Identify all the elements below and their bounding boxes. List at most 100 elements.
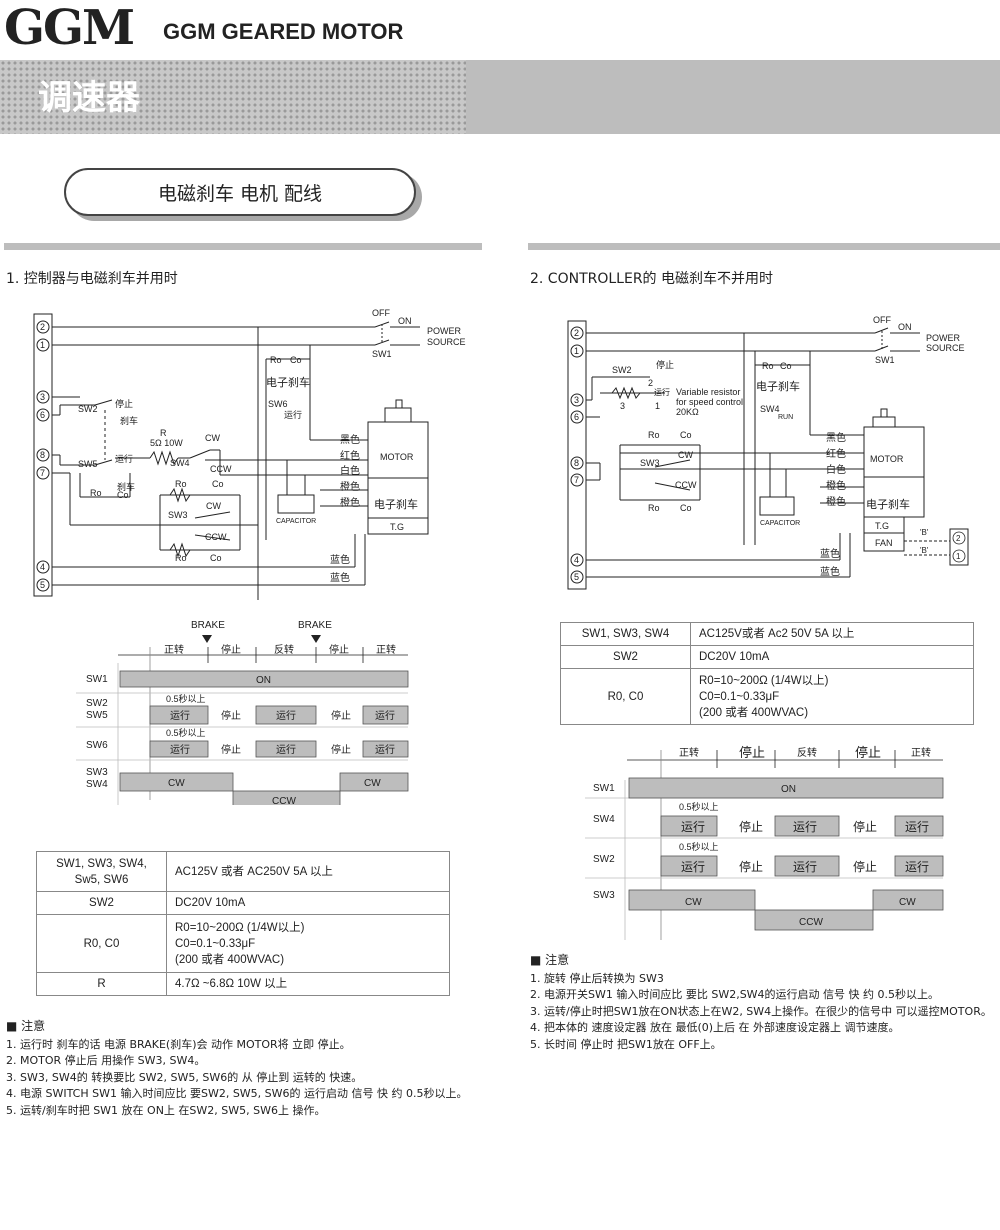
r-row-sw4: SW4 bbox=[593, 814, 615, 825]
sw1-on: ON bbox=[256, 675, 271, 686]
stop-1: 停止 bbox=[221, 709, 241, 722]
r-vr-note-1: Variable resistor bbox=[676, 387, 740, 397]
e-brake-label: 电子刹车 bbox=[266, 375, 310, 389]
r-delay-1: 0.5秒以上 bbox=[679, 801, 719, 812]
spec-val: DC20V 10mA bbox=[166, 891, 450, 915]
r-e-brake-box: 电子刹车 bbox=[866, 497, 910, 511]
r-cw-2: CW bbox=[899, 897, 916, 908]
ccw-1: CCW bbox=[272, 796, 296, 805]
brand-name: GGM GEARED MOTOR bbox=[163, 19, 404, 44]
phase-fwd-2: 正转 bbox=[376, 643, 396, 656]
cw-2: CW bbox=[364, 778, 381, 789]
left-heading: 1. 控制器与电磁刹车并用时 bbox=[6, 271, 178, 287]
brand-logo: GGM bbox=[4, 0, 135, 56]
delay-1: 0.5秒以上 bbox=[166, 693, 206, 704]
terminal-8 bbox=[36, 448, 50, 462]
page-title: 调速器 bbox=[38, 78, 140, 118]
wire-red: 红色 bbox=[340, 449, 360, 462]
sw2-stop-label: 停止 bbox=[115, 398, 133, 409]
r-wire-orange-2: 橙色 bbox=[826, 495, 846, 508]
terminal-1 bbox=[36, 338, 50, 352]
spec-val: DC20V 10mA bbox=[690, 645, 974, 669]
terminal-3 bbox=[570, 393, 584, 407]
r-wire-blue-2: 蓝色 bbox=[820, 565, 840, 578]
sw6-run-label: 运行 bbox=[284, 409, 302, 420]
row-sw3: SW3 bbox=[86, 767, 108, 778]
note-item: 4. 电源 SWITCH SW1 输入时间应比 要SW2, SW5, SW6的 … bbox=[6, 1087, 468, 1100]
r-sw-on-label: ON bbox=[898, 322, 912, 332]
right-wiring-diagram: OFF ON POWER SOURCE SW1 Ro Co 电子刹车 SW4 R… bbox=[567, 315, 969, 590]
note-item: 4. 把本体的 速度设定器 放在 最低(0)上后 在 外部速度设定器上 调节速度… bbox=[530, 1021, 900, 1034]
note-item: 2. MOTOR 停止后 用操作 SW3, SW4。 bbox=[6, 1054, 206, 1067]
terminal-5 bbox=[36, 578, 50, 592]
terminal-label: 3 bbox=[40, 392, 45, 402]
r-vr-pin-3: 3 bbox=[620, 401, 625, 411]
r-ro-label: Ro bbox=[762, 361, 774, 371]
note-item: 3. 运转/停止时把SW1放在ON状态上在W2, SW4上操作。在很少的信号中 … bbox=[530, 1004, 992, 1018]
sw-off-label: OFF bbox=[372, 308, 390, 318]
r-sw2-label: SW2 bbox=[612, 365, 632, 375]
spec-val: R0=10~200Ω (1/4W以上) C0=0.1~0.33μF (200 或… bbox=[166, 914, 450, 973]
run-4: 运行 bbox=[170, 743, 190, 756]
run-2: 运行 bbox=[276, 709, 296, 722]
terminal-4 bbox=[570, 553, 584, 567]
r-sw2-run: 运行 bbox=[654, 387, 670, 397]
run-6: 运行 bbox=[375, 743, 395, 756]
motor-label: MOTOR bbox=[380, 452, 414, 462]
sw5-ro-label: Ro bbox=[90, 488, 102, 498]
capacitor-label: CAPACITOR bbox=[276, 518, 316, 525]
r-phase-stop-2: 停止 bbox=[855, 745, 881, 760]
r-b-label-1: 'B' bbox=[920, 528, 929, 537]
terminal-label: 6 bbox=[40, 410, 45, 420]
spec-key: R0, C0 bbox=[560, 668, 691, 725]
terminal-label: 4 bbox=[574, 555, 579, 565]
r-value-label: 5Ω 10W bbox=[150, 438, 183, 448]
row-sw1: SW1 bbox=[86, 674, 108, 685]
right-notes-title: ■ 注意 bbox=[530, 953, 570, 967]
r-co-label-3: Co bbox=[680, 503, 692, 513]
sw1-label: SW1 bbox=[372, 349, 392, 359]
sw3-ro-label-2: Ro bbox=[175, 553, 187, 563]
r-stop-2: 停止 bbox=[853, 819, 877, 834]
spec-key: SW2 bbox=[560, 645, 691, 669]
sw5-run-label: 运行 bbox=[115, 453, 133, 464]
power-source-label-1: POWER bbox=[427, 326, 462, 336]
phase-rev: 反转 bbox=[274, 643, 294, 656]
wire-black: 黑色 bbox=[340, 433, 360, 446]
r-sw1-label: SW1 bbox=[875, 355, 895, 365]
right-rule bbox=[528, 243, 1000, 250]
r-wire-blue-1: 蓝色 bbox=[820, 547, 840, 560]
header-pattern bbox=[0, 60, 466, 134]
r-sw4-run: RUN bbox=[778, 414, 793, 421]
r-stop-1: 停止 bbox=[739, 819, 763, 834]
terminal-label: 7 bbox=[40, 468, 45, 478]
sw4-cw-label: CW bbox=[205, 433, 220, 443]
note-item: 5. 长时间 停止时 把SW1放在 OFF上。 bbox=[530, 1037, 722, 1051]
wire-white: 白色 bbox=[340, 464, 360, 477]
right-heading: 2. CONTROLLER的 电磁刹车不并用时 bbox=[530, 271, 773, 287]
terminal-label: 2 bbox=[574, 328, 579, 338]
sw3-label: SW3 bbox=[168, 510, 188, 520]
left-rule bbox=[4, 243, 482, 250]
r-vr-note-2: for speed control bbox=[676, 397, 743, 407]
r-phase-rev: 反转 bbox=[797, 746, 817, 759]
note-item: 1. 旋转 停止后转换为 SW3 bbox=[530, 971, 664, 985]
r-cw-1: CW bbox=[685, 897, 702, 908]
spec-val: AC125V 或者 AC250V 5A 以上 bbox=[166, 851, 450, 892]
sw3-cw-label: CW bbox=[206, 501, 221, 511]
r-ro-label-3: Ro bbox=[648, 503, 660, 513]
co-label: Co bbox=[290, 355, 302, 365]
terminal-6 bbox=[36, 408, 50, 422]
terminal-label: 4 bbox=[40, 562, 45, 572]
terminal-label: 6 bbox=[574, 412, 579, 422]
r-ccw-1: CCW bbox=[799, 917, 823, 928]
spec-key: SW1, SW3, SW4 bbox=[560, 622, 691, 646]
terminal-7 bbox=[36, 466, 50, 480]
sw4-ccw-label: CCW bbox=[210, 464, 232, 474]
sw5-brake-label: 刹车 bbox=[117, 481, 135, 492]
r-fan-label: FAN bbox=[875, 538, 893, 548]
r-run-2: 运行 bbox=[793, 820, 817, 834]
sw2-brake-label: 刹车 bbox=[120, 415, 138, 426]
